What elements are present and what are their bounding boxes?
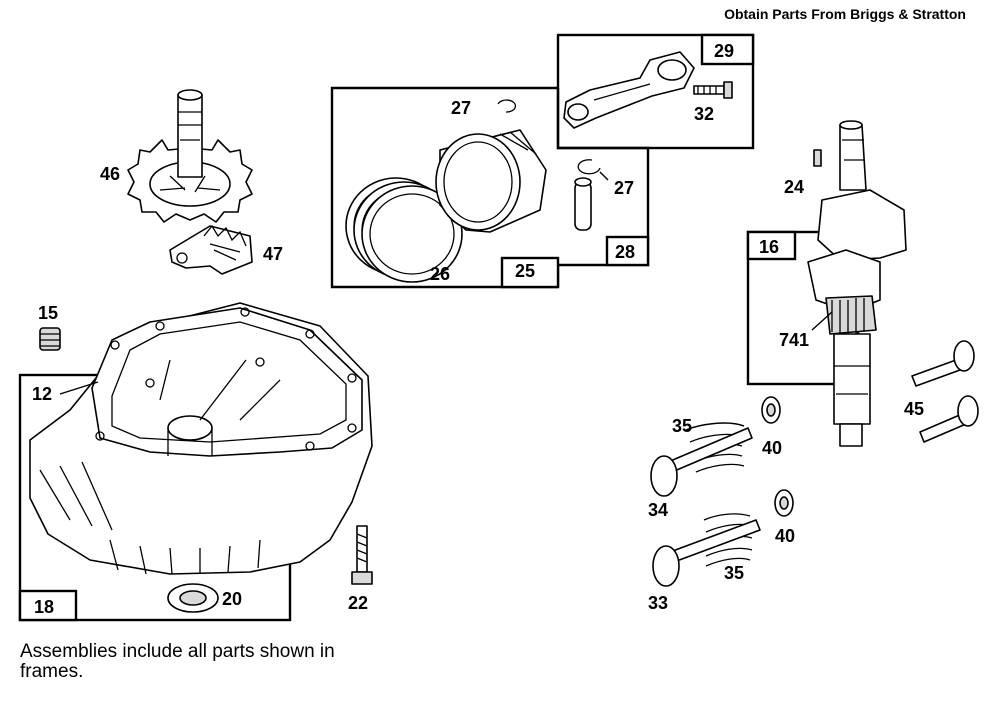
piston-pin-drawing [574, 177, 592, 231]
exhaust-valve-drawing [652, 489, 794, 587]
callout-24: 24 [784, 177, 804, 197]
footnote: Assemblies include all parts shown in fr… [20, 641, 335, 682]
header-note: Obtain Parts From Briggs & Stratton [724, 6, 966, 22]
callout-741: 741 [779, 330, 809, 350]
callout-29: 29 [714, 41, 734, 61]
callout-15: 15 [38, 303, 58, 323]
callout-28: 28 [615, 242, 635, 262]
callout-47: 47 [263, 244, 283, 264]
callout-26: 26 [430, 264, 450, 284]
callout-34: 34 [648, 500, 668, 520]
governor-drawing [169, 224, 253, 275]
piston-drawing [435, 129, 547, 233]
callout-35-exhaust: 35 [724, 563, 744, 583]
tappets-drawing [911, 340, 979, 443]
callout-12: 12 [32, 384, 52, 404]
camshaft-gear-drawing [127, 89, 253, 223]
callout-45: 45 [904, 399, 924, 419]
callout-40: 40 [762, 438, 782, 458]
frame-piston-assembly [330, 86, 650, 289]
callout-20: 20 [222, 589, 242, 609]
callout-35: 35 [672, 416, 692, 436]
callout-22: 22 [348, 593, 368, 613]
callout-46: 46 [100, 164, 120, 184]
crankshaft-drawing [807, 120, 907, 447]
oil-plug-drawing [39, 327, 61, 351]
piston-rings-drawing [345, 177, 463, 283]
frame-connecting-rod [556, 33, 755, 150]
callout-25: 25 [515, 261, 535, 281]
callout-40-exhaust: 40 [775, 526, 795, 546]
connecting-rod-drawing [563, 51, 695, 129]
frame-piston-pin [605, 235, 650, 267]
sump-drawing [29, 302, 373, 575]
callout-16: 16 [759, 237, 779, 257]
frame-crankshaft [746, 230, 860, 386]
pin-clip-drawing [577, 159, 609, 181]
callout-27: 27 [451, 98, 471, 118]
callout-33: 33 [648, 593, 668, 613]
rod-bolt-drawing [693, 81, 733, 99]
oil-seal-drawing [167, 583, 219, 613]
callout-18: 18 [34, 597, 54, 617]
piston-pin-clip-drawing [497, 99, 517, 113]
intake-valve-drawing [650, 396, 781, 497]
key-drawing [813, 149, 822, 167]
sump-bolt-drawing [351, 525, 373, 585]
callout-27-pin: 27 [614, 178, 634, 198]
callout-32: 32 [694, 104, 714, 124]
